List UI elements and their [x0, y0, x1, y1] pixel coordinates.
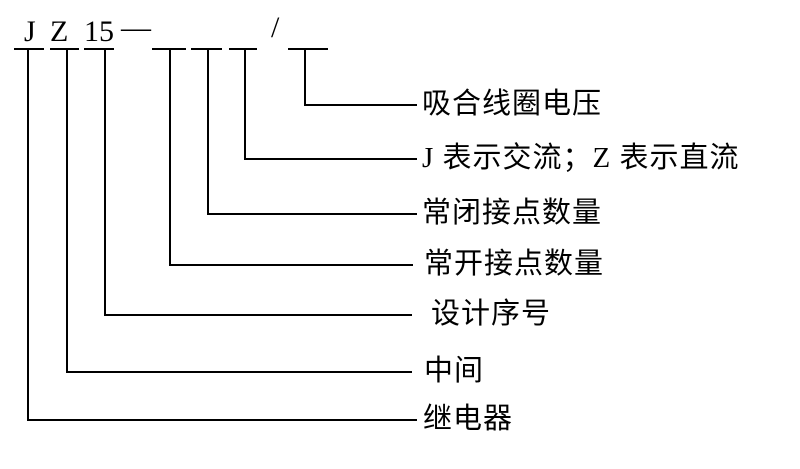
leader-vertical-relay — [27, 50, 29, 421]
code-letter-j: J — [24, 15, 36, 48]
underline-slot-series — [84, 48, 114, 50]
code-slash: / — [271, 11, 280, 44]
leader-vertical-intermediate — [66, 50, 68, 373]
leader-horizontal-intermediate — [66, 371, 412, 373]
underline-slot-z — [50, 48, 79, 50]
label-relay: 继电器 — [423, 403, 514, 435]
leader-horizontal-coil-voltage — [304, 104, 417, 106]
code-dash: — — [121, 11, 151, 44]
leader-vertical-closed-contacts — [207, 50, 209, 215]
leader-vertical-coil-voltage — [304, 50, 306, 106]
code-series-number: 15 — [84, 15, 114, 48]
label-design-serial: 设计序号 — [431, 298, 552, 330]
leader-horizontal-relay — [27, 419, 417, 421]
underline-slot-current-type — [229, 48, 257, 50]
label-coil-voltage: 吸合线圈电压 — [422, 88, 603, 120]
label-current-type: J 表示交流；Z 表示直流 — [422, 142, 740, 174]
underline-slot-open-contacts — [152, 48, 186, 50]
leader-horizontal-open-contacts — [169, 264, 413, 266]
underline-slot-j — [14, 48, 44, 50]
label-closed-contacts: 常闭接点数量 — [422, 197, 603, 229]
label-intermediate: 中间 — [424, 355, 485, 387]
leader-horizontal-current-type — [244, 158, 417, 160]
leader-horizontal-closed-contacts — [207, 213, 417, 215]
leader-vertical-open-contacts — [169, 50, 171, 266]
leader-vertical-current-type — [244, 50, 246, 160]
code-letter-z: Z — [50, 15, 69, 48]
underline-slot-closed-contacts — [191, 48, 222, 50]
leader-vertical-design-serial — [104, 50, 106, 316]
label-open-contacts: 常开接点数量 — [424, 248, 605, 280]
leader-horizontal-design-serial — [104, 314, 412, 316]
underline-slot-coil-voltage — [288, 48, 328, 50]
